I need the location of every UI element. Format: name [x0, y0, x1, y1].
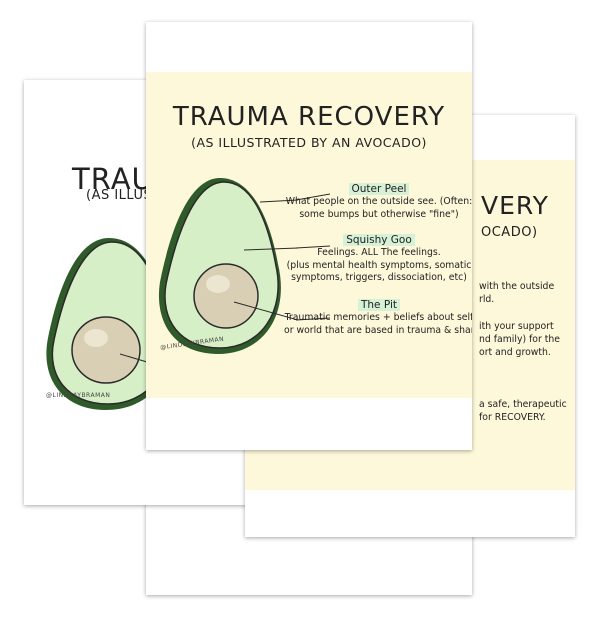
section-body-line: What people on the outside see. (Often:: [285, 196, 472, 207]
back-right-text-5: ort and growth.: [479, 347, 551, 358]
front-page: TRAUMA RECOVERY (AS ILLUSTRATED BY AN AV…: [146, 22, 472, 450]
leader-lines: [296, 193, 331, 321]
back-right-text-1: with the outside: [479, 281, 555, 292]
back-right-subtitle: OCADO): [481, 225, 538, 240]
back-left-credit: @LINDSAYBRAMAN: [46, 392, 111, 399]
back-right-text-6: a safe, therapeutic: [479, 399, 567, 410]
section-body-line: Traumatic memories + beliefs about self: [284, 312, 472, 323]
section-heading: Outer Peel: [348, 183, 410, 195]
section-body-line: some bumps but otherwise "fine"): [299, 208, 459, 220]
back-right-text-2: rld.: [479, 294, 495, 305]
section-body-line: symptoms, triggers, dissociation, etc): [291, 272, 467, 283]
back-right-text-3: ith your support: [479, 321, 554, 332]
section-squishy-goo: Squishy Goo Feelings. ALL The feelings. …: [284, 228, 472, 285]
back-right-title: VERY: [481, 191, 549, 220]
avocado-illustration: [158, 178, 298, 354]
back-right-text-4: nd family) for the: [479, 334, 561, 345]
section-heading: Squishy Goo: [343, 234, 415, 246]
section-outer-peel: Outer Peel What people on the outside se…: [284, 177, 472, 221]
section-heading: The Pit: [357, 299, 400, 311]
page-title: TRAUMA RECOVERY: [172, 102, 446, 132]
back-right-text-7: for RECOVERY.: [479, 412, 546, 423]
section-body-line: Feelings. ALL The feelings.: [317, 247, 441, 258]
section-body-line: (plus mental health symptoms, somatic: [286, 259, 472, 271]
avocado-illustration: [46, 238, 175, 410]
section-body-line: or world that are based in trauma & sham…: [284, 324, 472, 336]
page-subtitle: (AS ILLUSTRATED BY AN AVOCADO): [191, 135, 427, 150]
section-the-pit: The Pit Traumatic memories + beliefs abo…: [284, 293, 472, 337]
back-left-subtitle: (AS ILLUST: [86, 188, 161, 203]
